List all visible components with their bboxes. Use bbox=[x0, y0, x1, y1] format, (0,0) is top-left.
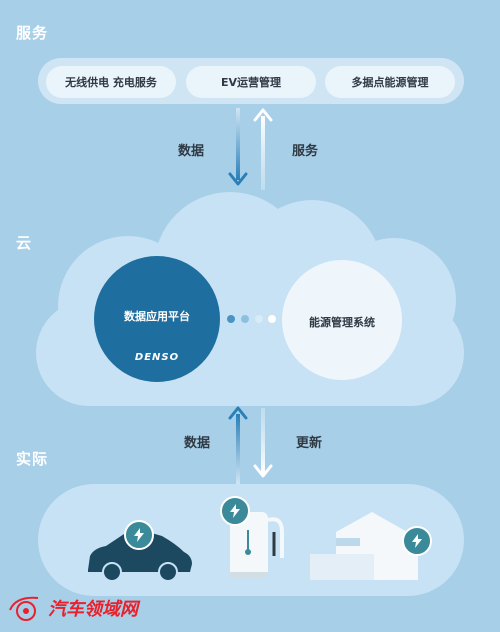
connector-dot bbox=[268, 315, 276, 323]
connector-dot bbox=[241, 315, 249, 323]
section-label-reality: 实际 bbox=[16, 450, 49, 468]
denso-logo: DENSO bbox=[134, 352, 180, 363]
building-icon bbox=[310, 512, 418, 580]
arrow-down-update-icon bbox=[253, 408, 273, 478]
arrow-up-data-icon bbox=[228, 406, 248, 484]
lightning-bolt-icon bbox=[220, 496, 250, 526]
charging-station-icon bbox=[230, 512, 284, 578]
connector-dot bbox=[255, 315, 263, 323]
section-label-services: 服务 bbox=[16, 24, 49, 42]
bottom-flow-arrows bbox=[228, 406, 273, 484]
lightning-bolt-icon bbox=[402, 526, 432, 556]
energy-system-title: 能源管理系统 bbox=[309, 316, 375, 329]
service-ev-operation: EV运营管理 bbox=[186, 66, 316, 98]
section-label-cloud: 云 bbox=[16, 234, 33, 252]
flow-label-data-up: 数据 bbox=[184, 436, 211, 451]
watermark-text: 汽车领域网 bbox=[48, 599, 138, 620]
service-multi-site-energy: 多据点能源管理 bbox=[325, 66, 455, 98]
connector-dot bbox=[227, 315, 235, 323]
watermark-wheel-icon bbox=[9, 596, 39, 621]
data-platform-circle bbox=[94, 256, 220, 382]
electric-car-icon bbox=[88, 531, 192, 582]
flow-label-service-up: 服务 bbox=[292, 144, 319, 159]
lightning-bolt-icon bbox=[124, 520, 154, 550]
energy-system-circle bbox=[282, 260, 402, 380]
service-wireless-charging: 无线供电 充电服务 bbox=[46, 66, 176, 98]
flow-label-data-down: 数据 bbox=[178, 144, 205, 159]
flow-label-update-down: 更新 bbox=[296, 436, 323, 451]
data-platform-title: 数据应用平台 bbox=[124, 310, 190, 323]
arrow-down-data-icon bbox=[228, 108, 248, 186]
watermark-logo: 汽车领域网 bbox=[8, 594, 138, 622]
arrow-up-service-icon bbox=[253, 108, 273, 190]
top-flow-arrows bbox=[228, 108, 273, 190]
